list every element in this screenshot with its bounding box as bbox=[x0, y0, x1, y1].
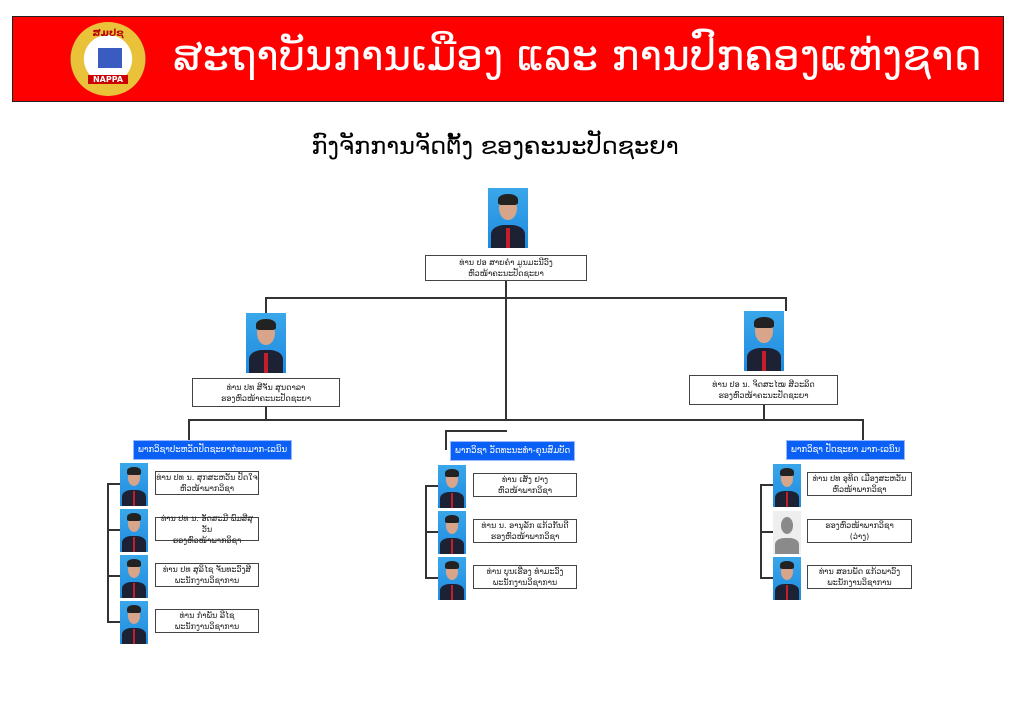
staff-card[interactable]: ທ່ານ ປທ ນ. ສຸກສະຫວັນ ປັດໃຈຫົວໜ້າພາກວິຊາ bbox=[155, 471, 259, 495]
person-photo bbox=[120, 463, 148, 506]
person-photo bbox=[488, 188, 528, 248]
person-role: (ວ່າງ) bbox=[849, 532, 870, 541]
connector-line bbox=[505, 280, 507, 420]
person-role: ຫົວໜ້າພາກວິຊາ bbox=[179, 484, 235, 493]
head-of-faculty-card[interactable]: ທ່ານ ປອ ສາຍຄຳ ມູນມະນີວົງຫົວໜ້າຄະນະປັດຊະຍ… bbox=[425, 255, 587, 281]
connector-line bbox=[107, 483, 109, 623]
person-photo bbox=[120, 509, 148, 552]
person-photo bbox=[773, 557, 801, 600]
person-name: ທ່ານ ປທ ສຸລິໄຊ ຈັນທະວົງສີ bbox=[162, 565, 252, 574]
person-role: ພະນັກງານວິຊາການ bbox=[174, 622, 240, 631]
person-role: ຮອງຫົວໜ້າຄະນະປັດຊະຍາ bbox=[718, 391, 809, 400]
person-photo bbox=[438, 511, 466, 554]
person-name: ທ່ານ ປອ ສາຍຄຳ ມູນມະນີວົງ bbox=[459, 258, 553, 267]
connector-line bbox=[107, 529, 120, 531]
connector-line bbox=[188, 419, 190, 441]
connector-line bbox=[107, 621, 120, 623]
staff-card[interactable]: ທ່ານ ກຳພັນ ລີໄຊພະນັກງານວິຊາການ bbox=[155, 609, 259, 633]
connector-line bbox=[188, 419, 864, 421]
person-role: ພະນັກງານວິຊາການ bbox=[492, 578, 558, 587]
person-name: ທ່ານ ປທ ສີຈັນ ສຸນດາລາ bbox=[226, 382, 306, 392]
placeholder-person-icon bbox=[773, 511, 801, 554]
person-role: ຫົວໜ້າພາກວິຊາ bbox=[497, 486, 553, 495]
department-label[interactable]: ພາກວິຊາ ປັດຊະຍາ ມາກ-ເລນິນ bbox=[786, 440, 906, 460]
staff-card[interactable]: ທ່ານ ເສັງ ຢາງຫົວໜ້າພາກວິຊາ bbox=[473, 473, 577, 497]
connector-line bbox=[425, 485, 438, 487]
book-icon bbox=[96, 46, 124, 70]
person-role: ຮອງຫົວໜ້າພາກວິຊາ bbox=[490, 532, 560, 541]
person-name: ທ່ານ ປອ ນ. ຈິດສະໄໝ ສີວະລິດ bbox=[712, 380, 815, 389]
connector-line bbox=[445, 430, 447, 450]
staff-card[interactable]: ທ່ານ ປທ ອຸທິດ ເມືອງສະຫວັນຫົວໜ້າພາກວິຊາ bbox=[807, 472, 912, 496]
header-banner: ສມປຊ NAPPA ສະຖາບັນການເມືອງ ແລະ ການປົກຄອງ… bbox=[12, 16, 1004, 102]
connector-line bbox=[107, 483, 120, 485]
person-role: ຮອງຫົວໜ້າພາກວິຊາ bbox=[172, 535, 242, 545]
person-role: ພະນັກງານວິຊາການ bbox=[827, 578, 892, 587]
logo-subtext: NAPPA bbox=[88, 75, 128, 84]
person-name: ທ່ານ ປທ ອຸທິດ ເມືອງສະຫວັນ bbox=[812, 474, 907, 483]
connector-line bbox=[445, 430, 507, 432]
person-photo bbox=[120, 601, 148, 644]
person-photo bbox=[773, 464, 801, 507]
person-photo bbox=[246, 313, 286, 373]
connector-line bbox=[760, 484, 773, 486]
connector-line bbox=[265, 297, 267, 313]
staff-card[interactable]: ທ່ານ ປທ ສຸລິໄຊ ຈັນທະວົງສີພະນັກງານວິຊາການ bbox=[155, 563, 259, 587]
person-name: ທ່ານ ບຸນເຮືອງ ທຳມະວົງ bbox=[486, 567, 564, 576]
institution-name: ສະຖາບັນການເມືອງ ແລະ ການປົກຄອງແຫ່ງຊາດ bbox=[173, 31, 982, 80]
person-photo bbox=[438, 465, 466, 508]
person-name: ຮອງຫົວໜ້າພາກວິຊາ bbox=[825, 521, 894, 530]
staff-card[interactable]: ຮອງຫົວໜ້າພາກວິຊາ (ວ່າງ) bbox=[807, 519, 912, 543]
person-name: ທ່ານ ນ. ອານຸລັກ ແກ້ວກັນດີ bbox=[481, 521, 569, 530]
person-photo bbox=[438, 557, 466, 600]
person-name: ທ່ານ ກຳພັນ ລີໄຊ bbox=[179, 611, 235, 620]
staff-card[interactable]: ທ່ານ ສອນພັດ ແກ້ວພາວົງພະນັກງານວິຊາການ bbox=[807, 565, 912, 589]
nappa-logo: ສມປຊ NAPPA bbox=[70, 22, 146, 96]
connector-line bbox=[763, 403, 765, 420]
connector-line bbox=[785, 297, 787, 311]
department-label[interactable]: ພາກວິຊາ ວັດທະນະທຳ-ຄຸນສົມບັດ bbox=[450, 441, 576, 461]
person-name: ທ່ານ ປທ ນ. ອັດສະມີ ພົມສີສຸວັນ bbox=[160, 513, 254, 534]
connector-line bbox=[107, 575, 120, 577]
person-photo bbox=[120, 555, 148, 598]
staff-card[interactable]: ທ່ານ ບຸນເຮືອງ ທຳມະວົງພະນັກງານວິຊາການ bbox=[473, 565, 577, 589]
department-label[interactable]: ພາກວິຊາປະຫວັດປັດຊະຍາກ່ອນມາກ-ເລນິນ bbox=[133, 440, 293, 460]
person-name: ທ່ານ ສອນພັດ ແກ້ວພາວົງ bbox=[818, 567, 901, 576]
deputy-card[interactable]: ທ່ານ ປອ ນ. ຈິດສະໄໝ ສີວະລິດຮອງຫົວໜ້າຄະນະປ… bbox=[689, 375, 838, 405]
connector-line bbox=[760, 577, 773, 579]
connector-line bbox=[425, 531, 438, 533]
person-role: ພະນັກງານວິຊາການ bbox=[174, 576, 240, 585]
person-role: ຫົວໜ້າຄະນະປັດຊະຍາ bbox=[468, 269, 544, 278]
staff-card[interactable]: ທ່ານ ປທ ນ. ອັດສະມີ ພົມສີສຸວັນຮອງຫົວໜ້າພາ… bbox=[155, 514, 259, 545]
staff-card[interactable]: ທ່ານ ນ. ອານຸລັກ ແກ້ວກັນດີຮອງຫົວໜ້າພາກວິຊ… bbox=[473, 519, 577, 543]
deputy-card[interactable]: ທ່ານ ປທ ສີຈັນ ສຸນດາລາຮອງຫົວໜ້າຄະນະປັດຊະຍ… bbox=[192, 378, 340, 407]
logo-text: ສມປຊ bbox=[92, 28, 124, 39]
connector-line bbox=[425, 577, 438, 579]
person-name: ທ່ານ ປທ ນ. ສຸກສະຫວັນ ປັດໃຈ bbox=[156, 473, 258, 482]
page-title: ກົງຈັກການຈັດຕັ້ງ ຂອງຄະນະປັດຊະຍາ bbox=[311, 132, 679, 160]
person-role: ຫົວໜ້າພາກວິຊາ bbox=[832, 485, 887, 494]
person-role: ຮອງຫົວໜ້າຄະນະປັດຊະຍາ bbox=[220, 393, 312, 403]
connector-line bbox=[265, 297, 787, 299]
connector-line bbox=[862, 419, 864, 440]
connector-line bbox=[760, 531, 773, 533]
connector-line bbox=[265, 405, 267, 420]
person-photo bbox=[744, 311, 784, 371]
person-name: ທ່ານ ເສັງ ຢາງ bbox=[501, 475, 549, 484]
